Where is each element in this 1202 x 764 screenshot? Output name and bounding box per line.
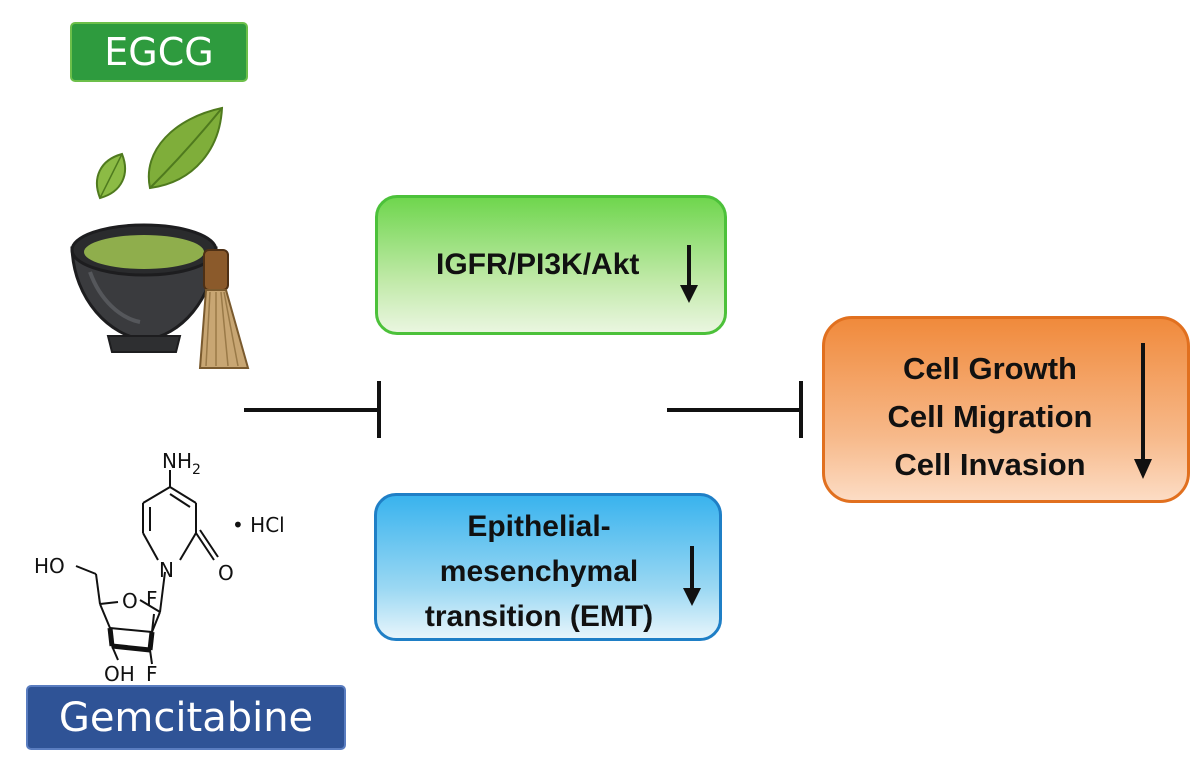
emt-pathway-label: Epithelial- mesenchymal transition (EMT) bbox=[399, 504, 679, 639]
outcome-cell-migration: Cell Migration bbox=[887, 399, 1093, 434]
gemcitabine-label: Gemcitabine bbox=[26, 685, 346, 750]
chem-nh2-label: NH2 bbox=[162, 449, 201, 478]
emt-label-line-3: transition (EMT) bbox=[424, 600, 654, 633]
chem-f-top-label: F bbox=[146, 587, 158, 611]
inhibition-arrow-left bbox=[244, 381, 381, 438]
emt-label-line-2: mesenchymal bbox=[439, 555, 639, 588]
chem-hcl-label: • HCl bbox=[232, 513, 285, 537]
chem-carbonyl-o-label: O bbox=[218, 561, 234, 585]
igfr-pathway-label: IGFR/PI3K/Akt bbox=[436, 248, 640, 281]
emt-pathway-box: Epithelial- mesenchymal transition (EMT) bbox=[374, 493, 722, 641]
inhibition-arrow-right bbox=[667, 381, 803, 438]
cell-outcomes-box: Cell Growth Cell Migration Cell Invasion bbox=[822, 316, 1190, 503]
emt-label-line-1: Epithelial- bbox=[467, 510, 611, 543]
bamboo-whisk-icon bbox=[198, 249, 250, 369]
cell-outcomes-list: Cell Growth Cell Migration Cell Invasion bbox=[855, 345, 1125, 489]
chem-f-bottom-label: F bbox=[146, 662, 158, 686]
down-arrow-icon bbox=[1134, 343, 1152, 479]
chem-ho-label: HO bbox=[34, 554, 65, 578]
igfr-pathway-box: IGFR/PI3K/Akt bbox=[375, 195, 727, 335]
tea-leaves-icon bbox=[96, 106, 224, 200]
down-arrow-icon bbox=[680, 245, 698, 303]
egcg-label: EGCG bbox=[70, 22, 248, 82]
matcha-bowl-icon bbox=[70, 223, 218, 353]
gemcitabine-structure-icon bbox=[75, 470, 219, 665]
outcome-cell-invasion: Cell Invasion bbox=[894, 447, 1086, 482]
chem-ring-o-label: O bbox=[122, 589, 138, 613]
down-arrow-icon bbox=[683, 546, 701, 606]
outcome-cell-growth: Cell Growth bbox=[903, 351, 1077, 386]
chem-ring-n-label: N bbox=[159, 558, 174, 582]
chem-oh-label: OH bbox=[104, 662, 135, 686]
